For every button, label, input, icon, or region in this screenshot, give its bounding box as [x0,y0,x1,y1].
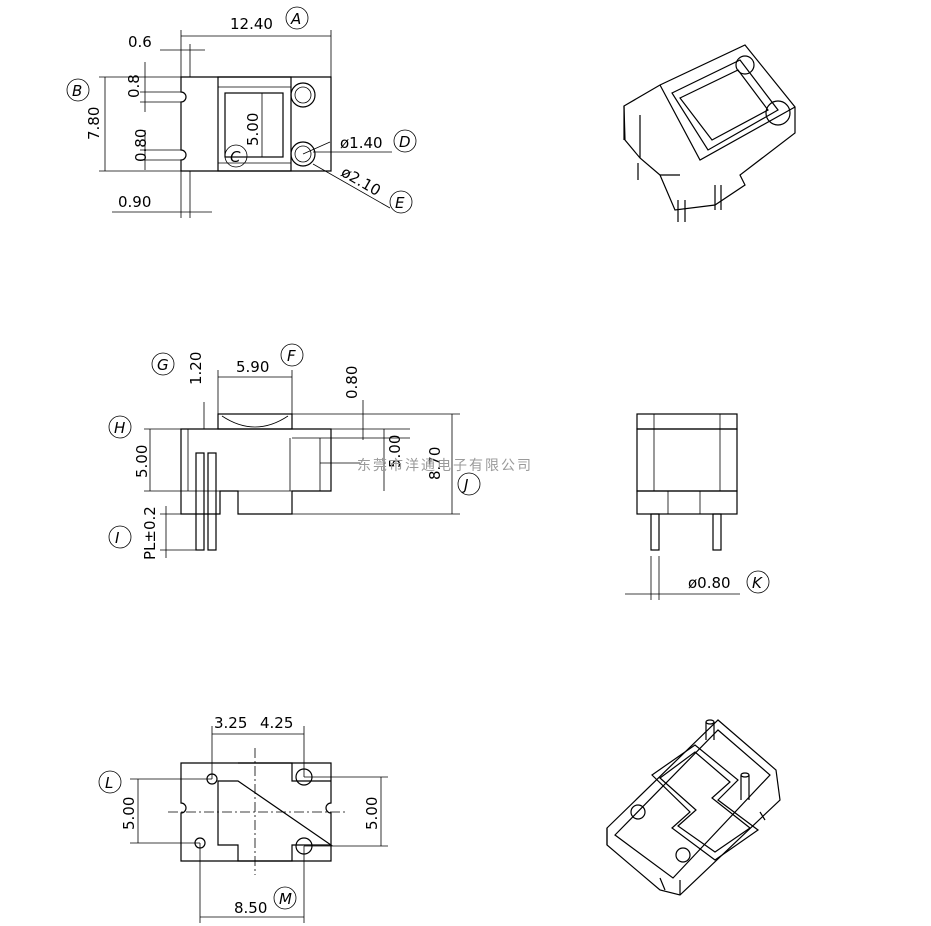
label-b: B [72,82,82,100]
dim-row-right: 5.00 [363,797,381,830]
label-f: F [287,347,296,365]
dim-row-left: 5.00 [120,797,138,830]
dim-g: 1.20 [187,352,205,385]
label-k-circle [746,570,770,594]
label-i: I [115,529,120,547]
label-l: L [105,774,113,792]
bottom-view-outline [180,762,332,862]
dim-pitch-right: 4.25 [260,714,293,732]
label-d-circle [393,129,417,153]
watermark: 东莞市洋通电子有限公司 [357,457,533,474]
label-g: G [157,356,169,374]
dim-top-offset: 0.80 [343,366,361,399]
bottom-view: 3.25 4.25 L 5.00 5.00 8.50 M [98,714,388,923]
dim-edge: 0.6 [128,33,152,51]
dim-hole-small: ø1.40 [340,134,383,152]
top-view: 12.40 A 0.6 B 7.80 0.8 0.80 5.00 C ø1.40 [66,6,417,218]
label-m-circle [273,886,297,910]
label-e-circle [389,190,413,214]
dim-slot: 0.90 [118,193,151,211]
label-l-circle [98,770,122,794]
label-d: D [399,133,411,151]
dim-height: 7.80 [85,107,103,140]
label-m: M [279,890,292,908]
top-view-inner-frame [217,76,292,172]
end-view-body [636,428,738,492]
dim-hole-large: ø2.10 [338,163,384,200]
dim-f: 5.90 [236,358,269,376]
label-f-circle [280,343,304,367]
label-j: J [461,476,468,494]
side-view-pin-1 [195,452,205,551]
dim-total: 8.70 [426,447,444,480]
dim-pin-tol: PL±0.2 [141,506,159,560]
dim-width: 12.40 [230,15,273,33]
side-view-lens [221,415,289,428]
isometric-top-view [623,44,796,222]
dim-h: 5.00 [133,445,151,478]
label-a-circle [285,6,309,30]
dim-window: 5.00 [244,113,262,146]
dim-pitch-left: 3.25 [214,714,247,732]
top-view-hole-lower [290,141,316,167]
end-view: ø0.80 K [625,413,770,600]
end-view-top [636,413,738,430]
label-h: H [114,419,125,437]
label-c: C [230,148,241,166]
top-view-outline [180,76,332,172]
label-b-circle [66,78,90,102]
end-view-pin-right [712,513,722,551]
label-k: K [752,574,763,592]
label-c-circle [224,144,248,168]
dim-notch-bottom: 0.80 [132,129,150,162]
top-view-window [224,92,284,158]
end-view-pin-left [650,513,660,551]
side-view: G 1.20 5.90 F 0.80 H 5.00 5.00 8.70 J [108,343,533,560]
label-a: A [290,10,301,28]
dim-pin-dia: ø0.80 [688,574,731,592]
top-view-hole-upper [290,82,316,108]
label-j-circle [457,472,481,496]
dim-notch-top: 0.8 [125,74,143,98]
label-g-circle [151,352,175,376]
dim-span: 8.50 [234,899,267,917]
isometric-bottom-view [606,719,781,896]
label-e: E [395,194,405,212]
end-view-base [636,490,738,515]
dim-step: 5.00 [386,435,404,468]
side-view-pin-2 [207,452,217,551]
label-i-circle [108,525,132,549]
label-h-circle [108,415,132,439]
